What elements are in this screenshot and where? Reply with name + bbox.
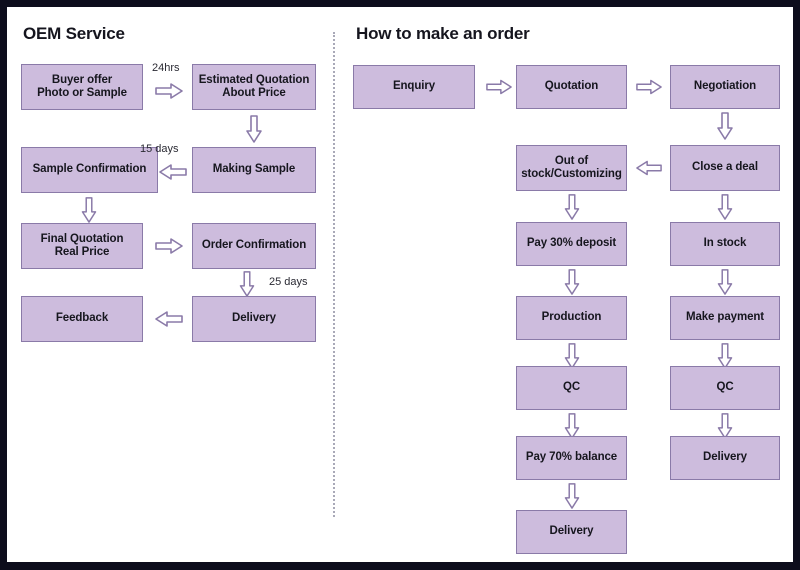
node-estimated-quotation[interactable]: Estimated Quotation About Price <box>192 64 316 110</box>
node-pay-30-deposit[interactable]: Pay 30% deposit <box>516 222 627 266</box>
node-enquiry[interactable]: Enquiry <box>353 65 475 109</box>
node-close-a-deal[interactable]: Close a deal <box>670 145 780 191</box>
arrow-down-icon <box>246 115 262 143</box>
node-out-of-stock-line1: Out of <box>554 154 589 167</box>
node-delivery-left[interactable]: Delivery <box>192 296 316 342</box>
section-divider <box>333 32 335 517</box>
section-heading-oem-service: OEM Service <box>23 24 125 43</box>
node-make-payment[interactable]: Make payment <box>670 296 780 340</box>
diagram-canvas: OEM Service How to make an order Buyer o… <box>7 7 793 562</box>
arrow-down-icon <box>564 343 580 369</box>
node-final-quotation[interactable]: Final Quotation Real Price <box>21 223 143 269</box>
arrow-right-icon <box>636 79 662 95</box>
node-out-of-stock[interactable]: Out of stock/Customizing <box>516 145 627 191</box>
arrow-down-icon <box>564 194 580 220</box>
node-in-stock[interactable]: In stock <box>670 222 780 266</box>
node-out-of-stock-line2: stock/Customizing <box>521 168 622 180</box>
arrow-down-icon <box>564 269 580 295</box>
node-negotiation[interactable]: Negotiation <box>670 65 780 109</box>
arrow-down-icon <box>717 269 733 295</box>
node-making-sample[interactable]: Making Sample <box>192 147 316 193</box>
node-buyer-offer[interactable]: Buyer offer Photo or Sample <box>21 64 143 110</box>
arrow-left-icon <box>636 160 662 176</box>
label-25-days: 25 days <box>269 276 308 288</box>
node-delivery-bottom[interactable]: Delivery <box>516 510 627 554</box>
arrow-left-icon <box>155 311 183 327</box>
arrow-right-icon <box>155 83 183 99</box>
arrow-right-icon <box>155 238 183 254</box>
arrow-down-icon <box>717 194 733 220</box>
node-estimated-quotation-line1: Estimated Quotation <box>198 73 310 86</box>
node-estimated-quotation-line2: About Price <box>222 87 286 99</box>
arrow-right-icon <box>486 79 512 95</box>
node-production[interactable]: Production <box>516 296 627 340</box>
arrow-down-icon <box>81 197 97 223</box>
node-feedback[interactable]: Feedback <box>21 296 143 342</box>
label-15-days: 15 days <box>140 143 179 155</box>
arrow-down-icon <box>717 413 733 439</box>
arrow-down-icon <box>564 483 580 509</box>
node-quotation[interactable]: Quotation <box>516 65 627 109</box>
arrow-down-icon <box>239 271 255 297</box>
arrow-left-icon <box>159 164 187 180</box>
node-order-confirmation[interactable]: Order Confirmation <box>192 223 316 269</box>
arrow-down-icon <box>564 413 580 439</box>
node-sample-confirmation[interactable]: Sample Confirmation <box>21 147 158 193</box>
node-qc-left[interactable]: QC <box>516 366 627 410</box>
node-pay-70-balance[interactable]: Pay 70% balance <box>516 436 627 480</box>
section-heading-how-to-make-an-order: How to make an order <box>356 24 530 43</box>
arrow-down-icon <box>717 112 733 140</box>
node-final-quotation-line2: Real Price <box>54 246 110 258</box>
node-buyer-offer-line2: Photo or Sample <box>37 87 127 99</box>
label-24hrs: 24hrs <box>152 62 180 74</box>
node-buyer-offer-line1: Buyer offer <box>51 73 113 86</box>
arrow-down-icon <box>717 343 733 369</box>
node-final-quotation-line1: Final Quotation <box>40 232 124 245</box>
node-delivery-right[interactable]: Delivery <box>670 436 780 480</box>
node-qc-right[interactable]: QC <box>670 366 780 410</box>
